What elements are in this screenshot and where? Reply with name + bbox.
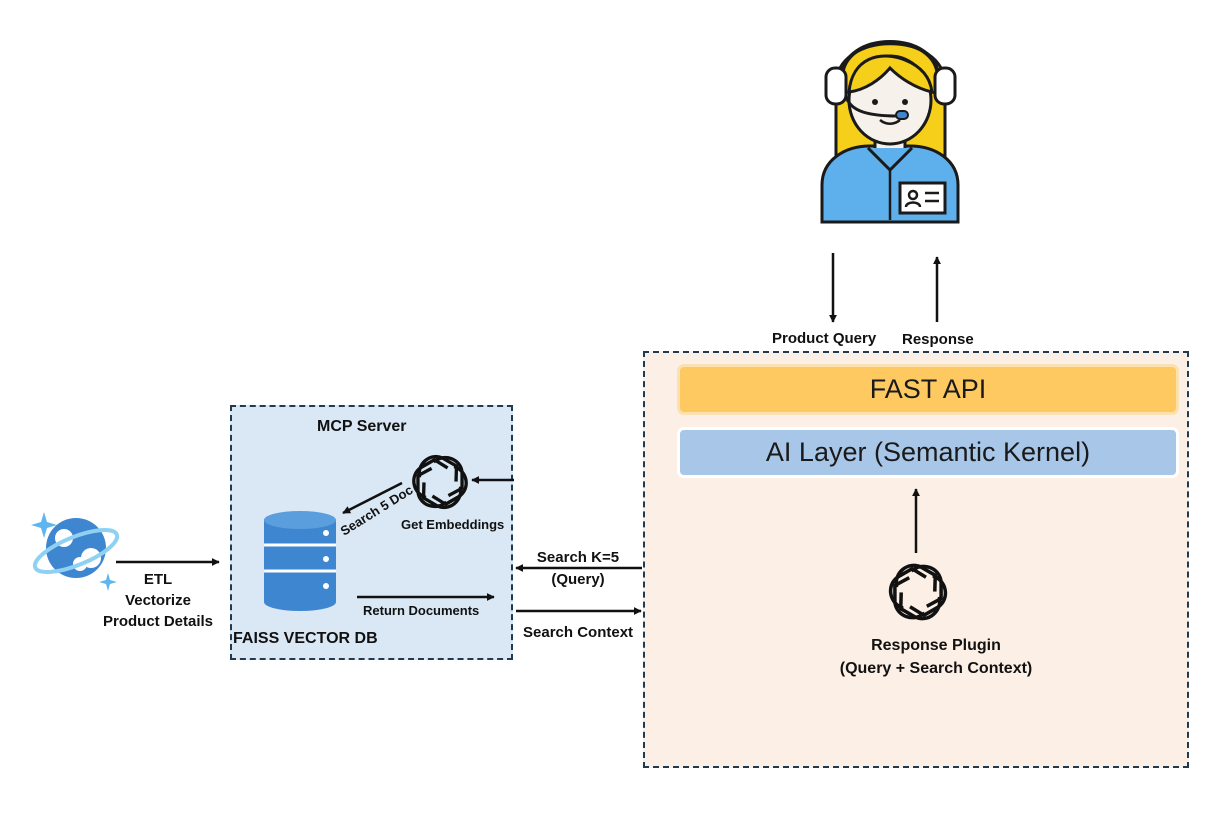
cosmos-db-icon	[31, 512, 120, 591]
etl-label: ETL Vectorize Product Details	[96, 569, 220, 632]
mcp-server-title: MCP Server	[317, 418, 407, 435]
backend-box	[643, 351, 1189, 768]
openai-icon-embeddings	[406, 448, 474, 516]
search-k-line: (Query)	[551, 571, 605, 588]
faiss-db-label: FAISS VECTOR DB	[233, 630, 378, 647]
return-documents-label: Return Documents	[363, 603, 480, 618]
product-query-label: Product Query	[772, 330, 877, 347]
etl-line: Vectorize	[125, 592, 191, 609]
etl-line: Product Details	[102, 613, 214, 630]
ai-layer: AI Layer (Semantic Kernel)	[677, 427, 1179, 478]
search-k-line: Search K=5	[536, 549, 620, 566]
fastapi-layer: FAST API	[677, 364, 1179, 415]
support-agent-icon	[820, 40, 960, 224]
openai-icon-plugin	[882, 557, 954, 627]
get-embeddings-label: Get Embeddings	[401, 517, 505, 532]
response-plugin-label: Response Plugin (Query + Search Context)	[806, 634, 1066, 680]
database-icon	[264, 511, 336, 611]
plugin-line: Response Plugin	[871, 637, 1001, 654]
ai-layer-label: AI Layer (Semantic Kernel)	[765, 437, 1091, 467]
response-label: Response	[902, 331, 974, 348]
etl-line: ETL	[143, 571, 173, 588]
search-k-label: Search K=5 (Query)	[522, 547, 634, 591]
arrow-search-docs	[342, 481, 403, 515]
search-context-label: Search Context	[523, 624, 634, 641]
plugin-line: (Query + Search Context)	[839, 660, 1033, 677]
fastapi-label: FAST API	[869, 374, 987, 404]
